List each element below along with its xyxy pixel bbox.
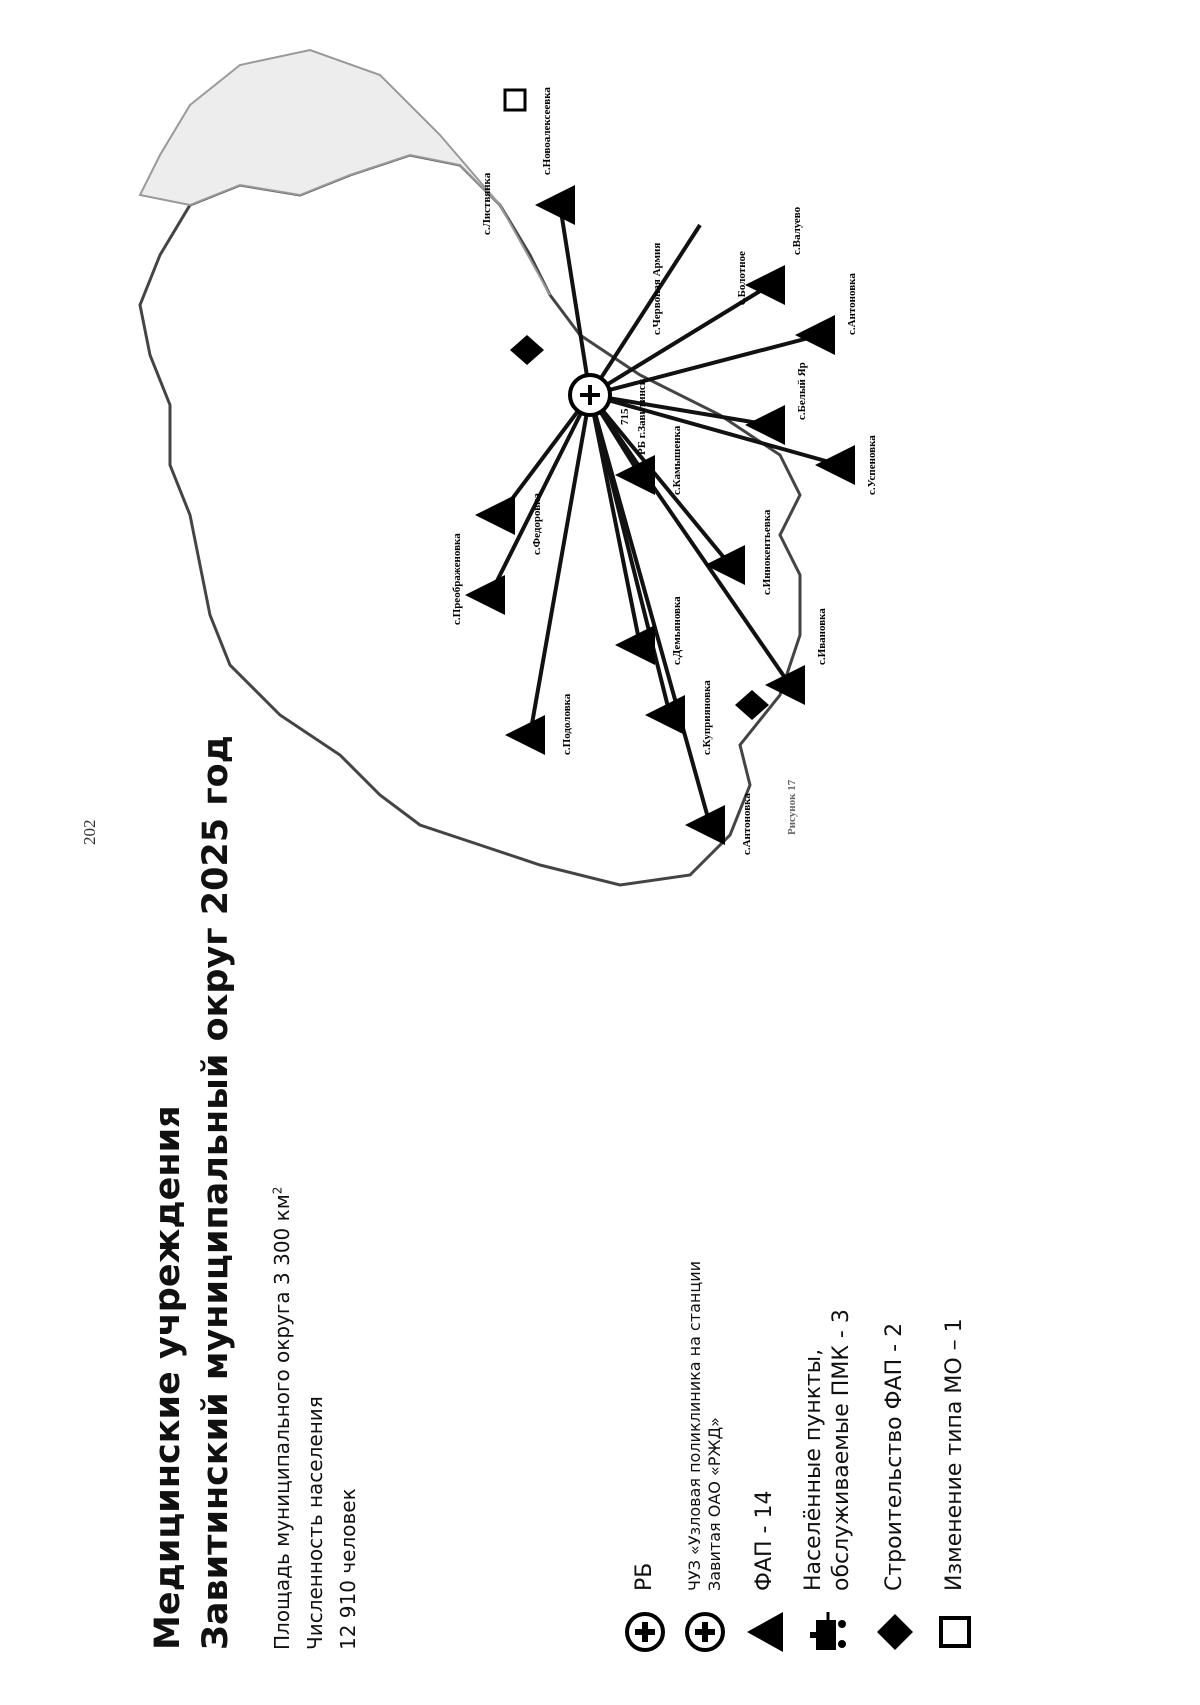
fap-marker	[795, 315, 835, 355]
settlement-label: с.Камышенка	[671, 425, 683, 495]
legend-item-type-change: Изменение типа МО – 1	[930, 1318, 980, 1657]
title-line-1: Медицинские учреждения	[148, 1105, 188, 1650]
settlement-label: с.Успеновка	[866, 435, 878, 495]
district-map: 715 РБ г.Завитинск с.Новоалексеевка с.Бе…	[138, 48, 878, 887]
legend-label: ФАП - 14	[752, 1490, 778, 1591]
fap-marker	[465, 575, 505, 615]
figure-caption: Рисунок 17	[786, 779, 798, 835]
legend-item-chuz: ЧУЗ «Узловая поликлиника на станции Зави…	[680, 1261, 730, 1657]
fap-marker	[745, 265, 785, 305]
mo-type-change-marker	[503, 88, 527, 112]
settlement-label: с.Болотное	[736, 251, 748, 305]
fap-marker	[765, 665, 805, 705]
fap-marker	[745, 405, 785, 445]
settlement-label: с.Червоная Армия	[651, 243, 663, 335]
settlement-label: с.Демьяновка	[671, 596, 683, 665]
legend-label: РБ	[632, 1562, 658, 1591]
settlement-label: с.Антоновка	[741, 793, 753, 855]
mobile-clinic-icon	[803, 1607, 853, 1657]
legend-item-fap: ФАП - 14	[740, 1491, 790, 1657]
settlement-label: с.Валуево	[791, 206, 803, 255]
legend-item-rb: РБ	[620, 1563, 670, 1657]
area-unit: км	[270, 1194, 294, 1222]
district-boundary	[138, 153, 802, 887]
center-label: РБ г.Завитинск	[636, 378, 648, 455]
area-text: Площадь муниципального округа 3 300	[270, 1227, 294, 1650]
center-code: 715	[619, 408, 631, 425]
settlement-label: с.Белый Яр	[796, 362, 808, 420]
population-value: 12 910 человек	[336, 1488, 360, 1650]
legend-label: ЧУЗ «Узловая поликлиника на станции Зави…	[685, 1260, 724, 1591]
construction-markers	[510, 335, 769, 720]
legend-label: Строительство ФАП - 2	[882, 1322, 908, 1591]
diamond-icon	[870, 1607, 920, 1657]
area-info: Площадь муниципального округа 3 300 км2	[270, 1186, 294, 1650]
settlement-label: с.Преображеновка	[451, 533, 463, 625]
fap-marker	[685, 805, 725, 845]
fap-marker	[815, 445, 855, 485]
fap-marker	[535, 185, 575, 225]
fap-marker	[475, 495, 515, 535]
legend: РБ ЧУЗ «Узловая поликлиника на станции З…	[620, 937, 980, 1657]
plus-circle-icon	[680, 1607, 730, 1657]
settlement-label: с.Антоновка	[846, 273, 858, 335]
settlement-label: с.Иннокентьевка	[761, 509, 773, 595]
triangle-icon	[740, 1607, 790, 1657]
legend-label: Изменение типа МО – 1	[942, 1318, 968, 1591]
settlement-label: с.Куприяновка	[701, 680, 713, 755]
settlement-label: с.Подоловка	[561, 693, 573, 755]
legend-item-pmk: Населённые пункты, обслуживаемые ПМК - 3	[800, 1309, 855, 1657]
fap-construction-marker	[510, 335, 544, 365]
population-label: Численность населения	[303, 1396, 327, 1650]
fap-markers	[465, 185, 855, 845]
settlement-labels: с.Новоалексеевка с.Белый Яр с.Антоновка …	[451, 87, 878, 855]
fap-marker	[645, 695, 685, 735]
northern-area	[138, 48, 551, 296]
settlement-label: с.Новоалексеевка	[541, 87, 553, 175]
square-icon	[930, 1607, 980, 1657]
settlement-label: с.Листвянка	[481, 172, 493, 235]
legend-item-construction: Строительство ФАП - 2	[870, 1323, 920, 1657]
legend-label: Населённые пункты, обслуживаемые ПМК - 3	[801, 1309, 854, 1591]
plus-circle-icon	[620, 1607, 670, 1657]
settlement-label: с.Федоровка	[531, 493, 543, 555]
settlement-label: с.Ивановка	[816, 608, 828, 665]
fap-marker	[705, 545, 745, 585]
fap-marker	[505, 715, 545, 755]
fap-construction-marker	[735, 690, 769, 720]
fap-marker	[615, 625, 655, 665]
fap-marker	[615, 455, 655, 495]
